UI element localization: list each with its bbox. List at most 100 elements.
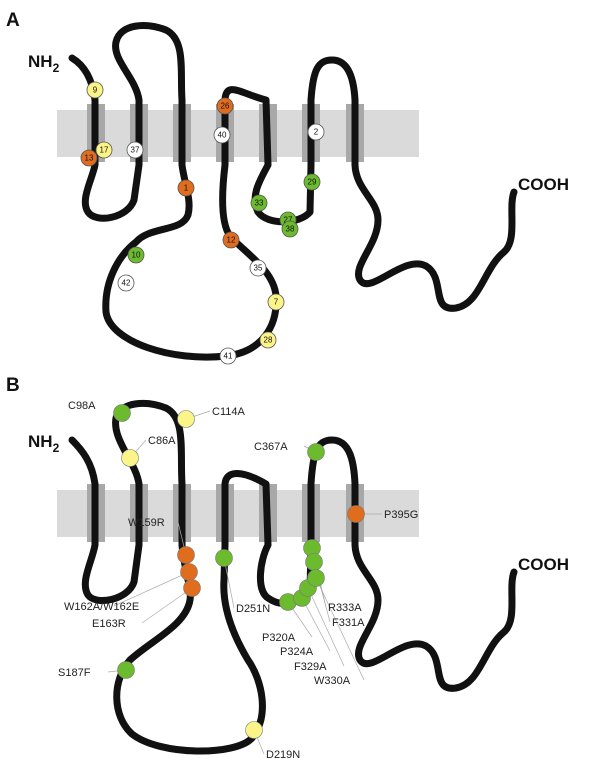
panel-b-leader-lines: [107, 404, 382, 755]
marker-a-41: 41: [219, 347, 237, 365]
marker-a-circle: [307, 123, 325, 141]
mutation-label: F331A: [332, 617, 365, 629]
mutation-label: W159R: [128, 517, 165, 529]
mutation-circle: [183, 579, 201, 597]
marker-a-circle: [281, 220, 299, 238]
leader-line-E163R: [141, 587, 193, 624]
c-terminus-label-a: COOH: [518, 175, 569, 194]
marker-a-number: 42: [122, 279, 131, 288]
marker-a-38: 38: [281, 220, 299, 238]
mutation-w330a: W330A: [307, 569, 351, 687]
mutation-circle: [177, 546, 195, 564]
marker-a-number: 17: [100, 146, 109, 155]
mutation-w159r: W159R: [128, 517, 195, 564]
marker-a-number: 38: [286, 225, 295, 234]
c-terminus-label-b: COOH: [518, 555, 569, 574]
marker-a-33: 33: [250, 194, 268, 212]
marker-a-number: 35: [254, 264, 263, 273]
marker-a-1: 1: [177, 179, 195, 197]
mutation-c114a: C114A: [177, 406, 245, 428]
mutation-f331a: F331A: [305, 553, 365, 629]
mutation-p395g: P395G: [347, 505, 418, 523]
marker-a-40: 40: [213, 126, 231, 144]
mutation-label: P324A: [280, 646, 314, 658]
mutation-e163r: E163R: [92, 579, 201, 630]
mutation-label: P320A: [262, 632, 296, 644]
n-terminus-subscript-b: 2: [53, 441, 60, 455]
mutation-label: D251N: [236, 603, 270, 615]
marker-a-number: 10: [132, 251, 141, 260]
marker-a-circle: [177, 179, 195, 197]
mutation-circle: [347, 505, 365, 523]
marker-a-number: 13: [85, 154, 94, 163]
marker-a-circle: [267, 293, 285, 311]
mutation-label: C114A: [212, 406, 245, 418]
n-terminus-subscript-a: 2: [53, 61, 60, 75]
marker-a-10: 10: [127, 246, 145, 264]
panel-b-label: B: [6, 375, 20, 396]
mutation-circle: [307, 443, 325, 461]
mutation-circle: [113, 404, 131, 422]
mutation-label: S187F: [58, 667, 91, 679]
mutation-circle: [307, 569, 325, 587]
marker-a-number: 37: [131, 146, 140, 155]
protein-chain-a: [68, 22, 518, 361]
mutation-circle: [121, 449, 139, 467]
marker-a-9: 9: [86, 81, 104, 99]
mutation-d219n: D219N: [245, 721, 300, 761]
marker-a-number: 33: [255, 199, 264, 208]
marker-a-number: 40: [218, 131, 227, 140]
leader-line-W162A/W162E: [113, 571, 190, 607]
marker-a-circle: [250, 194, 268, 212]
mutation-circle: [180, 563, 198, 581]
mutation-circle: [305, 553, 323, 571]
panel-a-label: A: [6, 10, 20, 31]
marker-a-number: 7: [274, 298, 279, 307]
marker-a-35: 35: [249, 259, 267, 277]
marker-a-28: 28: [259, 331, 277, 349]
mutation-label: W162A/W162E: [64, 601, 139, 613]
mutation-label: P395G: [384, 509, 418, 521]
marker-a-circle: [213, 126, 231, 144]
n-terminus-text-a: NH: [28, 52, 53, 71]
mutation-label: C86A: [148, 435, 176, 447]
marker-a-29: 29: [303, 173, 321, 191]
marker-a-26: 26: [216, 97, 234, 115]
mutation-d251n: D251N: [215, 549, 270, 615]
mutation-label: F329A: [294, 661, 327, 673]
marker-a-7: 7: [267, 293, 285, 311]
mutation-circle: [215, 549, 233, 567]
mutation-label: D219N: [266, 749, 300, 761]
marker-a-37: 37: [126, 141, 144, 159]
marker-a-circle: [303, 173, 321, 191]
marker-a-circle: [216, 97, 234, 115]
marker-a-12: 12: [222, 231, 240, 249]
marker-a-number: 12: [227, 236, 236, 245]
marker-a-circle: [86, 81, 104, 99]
n-terminus-label-b: NH2: [28, 432, 60, 455]
marker-a-circle: [259, 331, 277, 349]
marker-a-number: 1: [184, 184, 189, 193]
n-terminus-text-b: NH: [28, 432, 53, 451]
mutation-circle: [245, 721, 263, 739]
leader-line-F329A: [307, 587, 345, 667]
mutation-c367a: C367A: [254, 441, 325, 461]
marker-a-circle: [126, 141, 144, 159]
marker-a-number: 41: [224, 352, 233, 361]
marker-a-circle: [80, 149, 98, 167]
marker-a-circle: [222, 231, 240, 249]
marker-a-circle: [127, 246, 145, 264]
mutation-label: C98A: [68, 400, 96, 412]
marker-a-circle: [219, 347, 237, 365]
marker-a-number: 2: [314, 128, 319, 137]
mutation-label: W330A: [314, 675, 351, 687]
mutation-p320a: P320A: [262, 593, 297, 644]
marker-a-circle: [117, 274, 135, 292]
mutation-label: R333A: [328, 602, 362, 614]
mutation-circle: [177, 410, 195, 428]
panel-a: A NH2 COOH 91713371264012229332738104235…: [6, 10, 569, 365]
leader-line-W330A: [315, 577, 365, 681]
marker-a-circle: [95, 141, 113, 159]
